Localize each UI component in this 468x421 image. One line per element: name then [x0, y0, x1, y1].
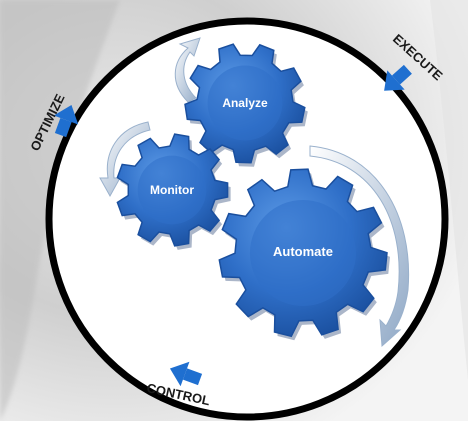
gear-hub: [249, 199, 357, 307]
monitor-gear-label: Monitor: [150, 183, 194, 197]
automate-gear-icon: [218, 168, 390, 341]
curved-arrow-monitor-left: [99, 121, 151, 198]
gear-hub: [207, 65, 283, 141]
analyze-gear-label: Analyze: [222, 96, 268, 110]
execute-arrow-icon: [384, 64, 412, 91]
background-texture: [0, 0, 120, 421]
curved-arrow-analyze-monitor: [174, 37, 201, 103]
optimize-arrow-icon: [53, 104, 79, 138]
gear-hub: [137, 155, 207, 225]
control-arrow-icon: [169, 361, 203, 387]
curved-arrow-automate: [309, 145, 410, 348]
automate-gear-label: Automate: [273, 244, 333, 259]
background-texture-right: [430, 0, 468, 380]
analyze-gear-icon: [184, 43, 308, 167]
monitor-gear-icon: [116, 133, 231, 250]
